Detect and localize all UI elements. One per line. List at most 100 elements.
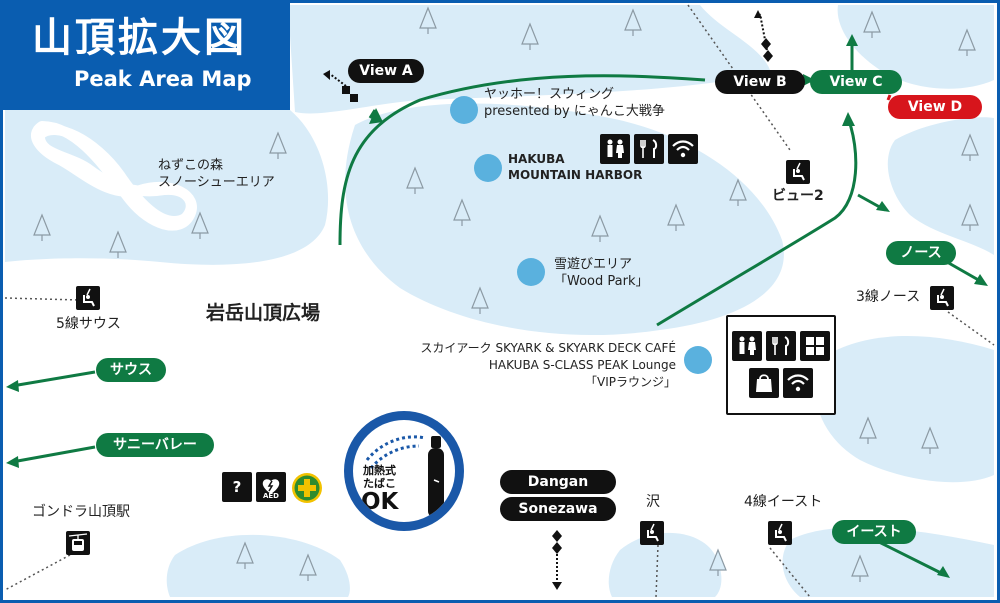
- aed-text: AED: [262, 492, 279, 500]
- chairlift-icon[interactable]: [640, 521, 664, 545]
- course-arrowheads: [6, 34, 988, 578]
- tree-icon: [921, 426, 939, 454]
- skyark-label: スカイアーク SKYARK & SKYARK DECK CAFÉ HAKUBA …: [376, 340, 676, 391]
- mountain-harbor-label: HAKUBA MOUNTAIN HARBOR: [508, 151, 642, 183]
- snow-area-center: [345, 103, 784, 336]
- heated-tobacco-device-icon: [365, 435, 444, 518]
- lift-line5-south-label: 5線サウス: [56, 316, 121, 332]
- chairlift-icon[interactable]: [930, 286, 954, 310]
- view-d-label[interactable]: View D: [888, 95, 982, 119]
- course-south-label[interactable]: サウス: [96, 358, 166, 382]
- view-b-label[interactable]: View B: [715, 70, 805, 94]
- chairlift-icon[interactable]: [786, 160, 810, 184]
- tree-icon: [269, 131, 287, 159]
- poi-dot-yahoo-swing[interactable]: [450, 96, 478, 124]
- snow-area-corner: [782, 527, 994, 597]
- info-icon: ?: [222, 472, 252, 502]
- heated-tobacco-line1: 加熱式: [363, 464, 396, 477]
- tree-icon: [299, 553, 317, 581]
- map-title-en: Peak Area Map: [74, 67, 252, 91]
- restaurant-icon: [766, 331, 796, 361]
- tree-icon: [236, 541, 254, 569]
- tree-icon: [851, 554, 869, 582]
- wood-park-name: 雪遊びエリア: [554, 257, 633, 272]
- gondola-station-label: ゴンドラ山頂駅: [32, 504, 130, 520]
- gondola-icon[interactable]: [66, 531, 90, 555]
- snowshoe-area-label: ねずこの森 スノーシューエリア: [158, 157, 275, 191]
- mountain-harbor-line2: MOUNTAIN HARBOR: [508, 168, 643, 182]
- restaurant-icon: [634, 134, 664, 164]
- lift-line4-east-label: 4線イースト: [744, 494, 823, 510]
- aed-icon: AED: [256, 472, 286, 502]
- wood-park-label: 雪遊びエリア 「Wood Park」: [554, 256, 648, 290]
- yahoo-swing-sponsor: presented by にゃんこ大戦争: [484, 104, 665, 119]
- snowshoe-area-name: ねずこの森: [158, 158, 224, 173]
- tree-icon: [709, 548, 727, 576]
- tree-icon: [958, 28, 976, 56]
- poi-dot-skyark[interactable]: [684, 346, 712, 374]
- yahoo-swing-label: ヤッホー！スウィング presented by にゃんこ大戦争: [484, 86, 665, 120]
- course-dangan-label[interactable]: Dangan: [500, 470, 616, 494]
- snow-area-bottomright: [608, 532, 722, 597]
- map-title-ja: 山頂拡大図: [32, 15, 247, 61]
- heated-tobacco-line2: たばこ: [363, 477, 396, 490]
- course-north-label[interactable]: ノース: [886, 241, 956, 265]
- tree-icon: [667, 203, 685, 231]
- chairlift-icon[interactable]: [768, 521, 792, 545]
- heated-tobacco-ok-text: OK: [361, 489, 399, 515]
- tree-icon: [191, 211, 209, 239]
- tree-icon: [863, 10, 881, 38]
- tree-icon: [453, 198, 471, 226]
- tree-icon: [961, 203, 979, 231]
- toilet-icon: [732, 331, 762, 361]
- tree-icon: [591, 214, 609, 242]
- snow-area-right: [887, 117, 994, 255]
- tree-icon: [109, 230, 127, 258]
- tree-icon: [419, 6, 437, 34]
- lift-view2-label: ビュー2: [772, 188, 824, 204]
- toilet-icon: [600, 134, 630, 164]
- lift-sawa-label: 沢: [646, 494, 660, 510]
- skyark-vip: 「VIPラウンジ」: [585, 375, 676, 389]
- snow-area-rightlower: [814, 336, 994, 483]
- tree-icon: [471, 286, 489, 314]
- skyark-lounge: HAKUBA S-CLASS PEAK Lounge: [488, 358, 676, 372]
- poi-dot-wood-park[interactable]: [517, 258, 545, 286]
- first-aid-icon: [291, 472, 322, 503]
- lift-line3-north-label: 3線ノース: [856, 289, 921, 305]
- tree-icon: [624, 8, 642, 36]
- tree-icon: [961, 133, 979, 161]
- summit-plaza-label: 岩岳山頂広場: [206, 302, 321, 324]
- lift-lines: [4, 4, 995, 598]
- tree-icon: [729, 178, 747, 206]
- view-diamonds: [323, 10, 773, 590]
- shop-icon: [749, 368, 779, 398]
- snowshoe-area-type: スノーシューエリア: [158, 175, 275, 190]
- course-east-label[interactable]: イースト: [832, 520, 916, 544]
- snow-area-top: [288, 5, 770, 114]
- view-a-label[interactable]: View A: [348, 59, 424, 83]
- tree-icon: [859, 416, 877, 444]
- skyark-facilities-box: [726, 315, 836, 415]
- tree-icon: [521, 22, 539, 50]
- view-paths: [329, 13, 768, 582]
- chairlift-icon[interactable]: [76, 286, 100, 310]
- locker-icon: [800, 331, 830, 361]
- wifi-icon: [668, 134, 698, 164]
- mountain-harbor-line1: HAKUBA: [508, 152, 565, 166]
- yahoo-swing-name: ヤッホー！スウィング: [484, 87, 615, 102]
- heated-tobacco-ok-sign: 加熱式 たばこ OK: [344, 411, 464, 531]
- wifi-icon: [783, 368, 813, 398]
- wood-park-subname: 「Wood Park」: [554, 274, 649, 289]
- tree-icons: [33, 6, 979, 582]
- course-sonezawa-label[interactable]: Sonezawa: [500, 497, 616, 521]
- heated-tobacco-text: 加熱式 たばこ: [363, 464, 396, 490]
- snow-area-bottom: [166, 534, 350, 597]
- map-title-box: 山頂拡大図 Peak Area Map: [0, 0, 290, 110]
- poi-dot-mountain-harbor[interactable]: [474, 154, 502, 182]
- course-sunny-valley-label[interactable]: サニーバレー: [96, 433, 214, 457]
- tree-icon: [33, 213, 51, 241]
- tree-icon: [406, 166, 424, 194]
- view-c-label[interactable]: View C: [810, 70, 902, 94]
